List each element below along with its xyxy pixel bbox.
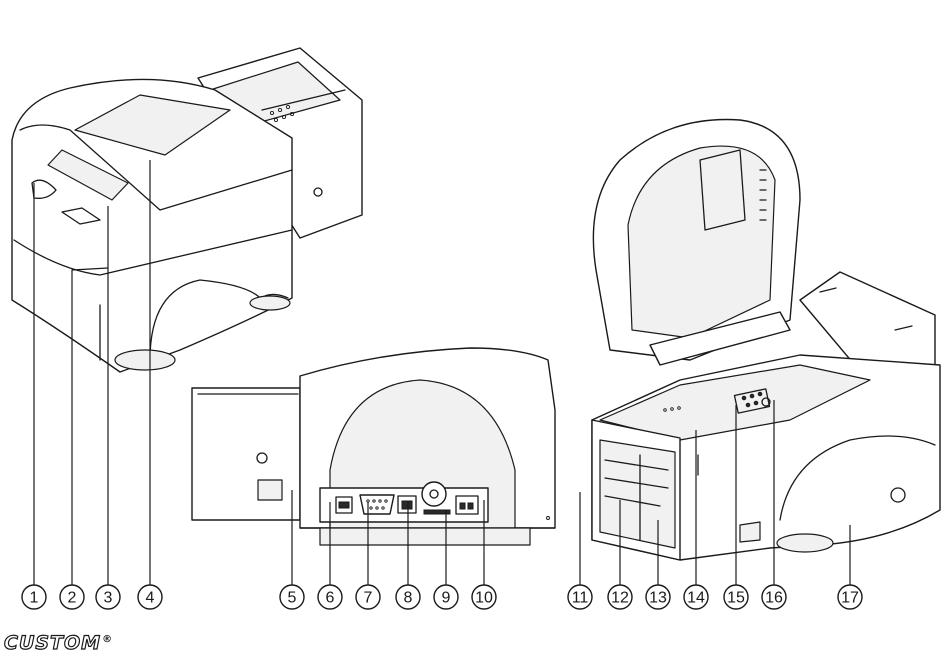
side-latch: [740, 522, 760, 542]
presenter-face: [600, 440, 675, 548]
callout-label-5: 5: [288, 590, 297, 607]
rear-box: [192, 388, 300, 520]
callout-label-12: 12: [611, 590, 629, 607]
callout-label-4: 4: [146, 590, 155, 607]
foot-rear: [250, 296, 290, 310]
rear-box-tab: [258, 480, 282, 500]
right-foot: [777, 534, 833, 552]
callout-label-8: 8: [404, 590, 413, 607]
callout-label-17: 17: [841, 590, 859, 607]
rear-base: [320, 528, 530, 545]
callout-label-16: 16: [765, 590, 783, 607]
callout-label-6: 6: [326, 590, 335, 607]
foot-front: [115, 350, 175, 370]
printer-rear-view: [192, 348, 555, 545]
custom-logo: CUSTOM®: [4, 632, 113, 654]
serial-port: [360, 495, 394, 514]
power-switch: [422, 482, 446, 506]
callout-label-10: 10: [475, 590, 493, 607]
callout-label-3: 3: [104, 590, 113, 607]
callout-label-2: 2: [68, 590, 77, 607]
printer-open-view: [592, 120, 940, 561]
callout-label-14: 14: [687, 590, 705, 607]
callout-11: 11: [568, 492, 592, 609]
printer-front-view: [12, 48, 362, 372]
callout-label-1: 1: [30, 590, 39, 607]
callout-label-13: 13: [649, 590, 667, 607]
callout-label-7: 7: [364, 590, 373, 607]
callout-label-9: 9: [442, 590, 451, 607]
callout-label-11: 11: [572, 590, 589, 607]
callout-label-15: 15: [727, 590, 745, 607]
